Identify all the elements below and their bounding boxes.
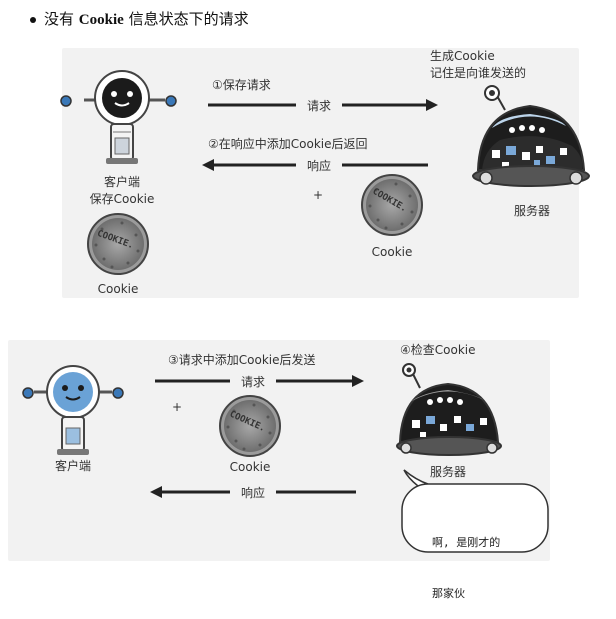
bullet-icon xyxy=(30,17,36,23)
step4-label: ④检查Cookie xyxy=(400,343,476,357)
step2-label: ②在响应中添加Cookie后返回 xyxy=(208,137,368,151)
heading-prefix: 没有 xyxy=(44,10,75,28)
bubble-line1: 啊, 是刚才的 xyxy=(432,536,501,549)
cookie-icon-top-left xyxy=(87,213,149,275)
plus-sign-bottom: + xyxy=(172,400,183,414)
cookie-label-top-left: Cookie xyxy=(97,282,139,296)
plus-sign-top: + xyxy=(313,188,324,202)
client-robot-icon xyxy=(60,70,177,164)
client-label-line2: 保存Cookie xyxy=(89,192,155,206)
cookie-icon-top-center xyxy=(361,174,423,236)
server-label-top: 服务器 xyxy=(513,204,550,218)
bubble-text: 啊, 是刚才的 那家伙 xyxy=(432,500,500,619)
bottom-request-arrow xyxy=(155,375,364,387)
heading-bold: Cookie xyxy=(78,12,124,28)
server-note-line1: 生成Cookie xyxy=(430,49,495,63)
top-request-label: 请求 xyxy=(306,99,331,113)
step1-label: ①保存请求 xyxy=(212,78,271,92)
top-response-arrow xyxy=(202,159,428,171)
cookie-label-bottom: Cookie xyxy=(229,460,271,474)
bottom-response-arrow xyxy=(150,486,356,498)
diagram-graphics xyxy=(22,70,590,553)
client-robot-bottom-icon xyxy=(22,365,124,455)
server-note-line2: 记住是向谁发送的 xyxy=(430,66,527,80)
server-note: 生成Cookie 记住是向谁发送的 xyxy=(430,48,526,82)
bottom-request-label: 请求 xyxy=(240,375,265,389)
top-request-arrow xyxy=(208,99,438,111)
bottom-response-label: 响应 xyxy=(240,486,265,500)
server-label-bottom: 服务器 xyxy=(429,465,466,479)
client-label-top: 客户端 保存Cookie xyxy=(72,174,172,208)
cookie-icon-bottom xyxy=(219,395,281,457)
client-label-bottom: 客户端 xyxy=(54,459,91,473)
speech-bubble xyxy=(401,469,549,553)
heading-suffix: 信息状态下的请求 xyxy=(128,10,249,28)
server-robot-bottom-icon xyxy=(396,363,502,456)
server-robot-icon xyxy=(472,85,590,187)
step3-label: ③请求中添加Cookie后发送 xyxy=(168,353,316,367)
client-label-line1: 客户端 xyxy=(103,175,140,189)
page-title: 没有 Cookie 信息状态下的请求 xyxy=(30,8,249,29)
cookie-label-top-center: Cookie xyxy=(371,245,413,259)
bubble-line2: 那家伙 xyxy=(432,587,465,600)
top-response-label: 响应 xyxy=(306,159,331,173)
